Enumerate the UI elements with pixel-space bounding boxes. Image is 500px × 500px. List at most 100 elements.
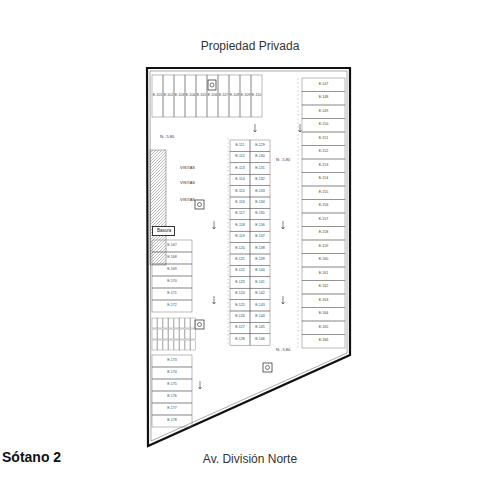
parking-stall <box>196 75 207 117</box>
stall-number: E-169 <box>167 268 177 272</box>
level-mark: N: -5.80 <box>276 158 290 162</box>
visitor-label: VISITAS <box>180 166 195 170</box>
parking-stall <box>250 174 270 185</box>
parking-stall <box>250 151 270 162</box>
parking-stall <box>251 75 262 117</box>
parking-stall <box>230 322 250 333</box>
parking-stall <box>152 367 192 379</box>
parking-stall <box>152 75 163 117</box>
parking-stall <box>230 334 250 345</box>
accessible-mark <box>198 203 202 207</box>
parking-stall <box>250 163 270 174</box>
aisle-line <box>298 78 299 350</box>
stall-number: E-105 <box>197 94 207 98</box>
stall-number: E-119 <box>235 235 244 239</box>
parking-stall <box>250 243 270 254</box>
parking-stall <box>230 140 250 151</box>
parking-stall <box>250 265 270 276</box>
moto-stall <box>191 340 196 350</box>
moto-stall <box>191 329 196 339</box>
moto-stall <box>152 318 157 328</box>
street-label: Av. División Norte <box>203 453 297 465</box>
parking-stall <box>302 227 345 241</box>
accessible-mark <box>198 323 202 327</box>
parking-stall <box>229 75 240 117</box>
stall-number: E-163 <box>319 299 329 303</box>
parking-stall <box>302 159 345 173</box>
stall-number: E-148 <box>319 96 329 100</box>
stall-number: E-174 <box>167 371 177 375</box>
parking-stall <box>230 163 250 174</box>
accessible-mark <box>210 83 214 87</box>
stall-number: E-131 <box>255 167 265 171</box>
stall-number: E-149 <box>319 110 329 114</box>
moto-stall <box>185 318 190 328</box>
stall-number: E-145 <box>255 326 265 330</box>
parking-stall <box>250 277 270 288</box>
parking-stall <box>152 288 192 300</box>
stall-number: E-159 <box>319 245 329 249</box>
moto-stall <box>152 329 157 339</box>
moto-stall <box>185 340 190 350</box>
stall-number: E-171 <box>167 292 177 296</box>
traffic-arrow <box>213 296 216 304</box>
stall-number: E-135 <box>255 212 265 216</box>
moto-stall <box>163 340 168 350</box>
parking-stall <box>302 321 345 335</box>
moto-stall <box>169 340 174 350</box>
inner-wall <box>150 71 347 441</box>
parking-stall <box>230 174 250 185</box>
stall-number: E-133 <box>255 190 265 194</box>
stall-number: E-167 <box>167 244 177 248</box>
stall-number: E-110 <box>252 94 261 98</box>
parking-stall <box>230 151 250 162</box>
parking-stall <box>152 403 192 415</box>
stall-number: E-172 <box>167 304 177 308</box>
room-label: Basura <box>157 229 170 234</box>
parking-stall <box>250 140 270 151</box>
parking-stall <box>250 311 270 322</box>
ramp <box>150 150 166 265</box>
level-mark: N: -5.80 <box>276 348 290 352</box>
parking-stall <box>250 197 270 208</box>
parking-stall <box>230 197 250 208</box>
stall-number: E-127 <box>235 326 245 330</box>
parking-stall <box>250 186 270 197</box>
stall-number: E-143 <box>255 304 265 308</box>
parking-stall <box>230 288 250 299</box>
stall-number: E-150 <box>319 123 329 127</box>
accessible-symbol <box>195 320 204 329</box>
stall-number: E-123 <box>235 281 245 285</box>
accessible-symbol <box>195 200 204 209</box>
stall-number: E-104 <box>186 94 196 98</box>
stall-number: E-175 <box>167 383 177 387</box>
parking-stall <box>250 220 270 231</box>
parking-stall <box>174 75 185 117</box>
traffic-arrow <box>299 124 302 132</box>
stall-number: E-166 <box>319 339 329 343</box>
parking-stall <box>250 288 270 299</box>
parking-stall <box>152 276 192 288</box>
moto-stall <box>174 318 179 328</box>
parking-stall <box>250 334 270 345</box>
parking-stall <box>152 264 192 276</box>
stall-number: E-138 <box>255 247 265 251</box>
parking-stall <box>250 231 270 242</box>
parking-stall <box>302 105 345 119</box>
moto-stall <box>163 318 168 328</box>
moto-stall <box>180 318 185 328</box>
stall-number: E-157 <box>319 218 329 222</box>
stall-number: E-116 <box>235 201 244 205</box>
stall-number: E-161 <box>319 272 329 276</box>
stall-number: E-164 <box>319 312 329 316</box>
stall-number: E-111 <box>235 144 244 148</box>
parking-stall <box>185 75 196 117</box>
parking-stall <box>302 200 345 214</box>
stall-number: E-153 <box>319 164 329 168</box>
stall-number: E-170 <box>167 280 177 284</box>
parking-stall <box>207 75 218 117</box>
stall-number: E-173 <box>167 359 177 363</box>
stall-number: E-102 <box>164 94 174 98</box>
stall-number: E-107 <box>219 94 229 98</box>
